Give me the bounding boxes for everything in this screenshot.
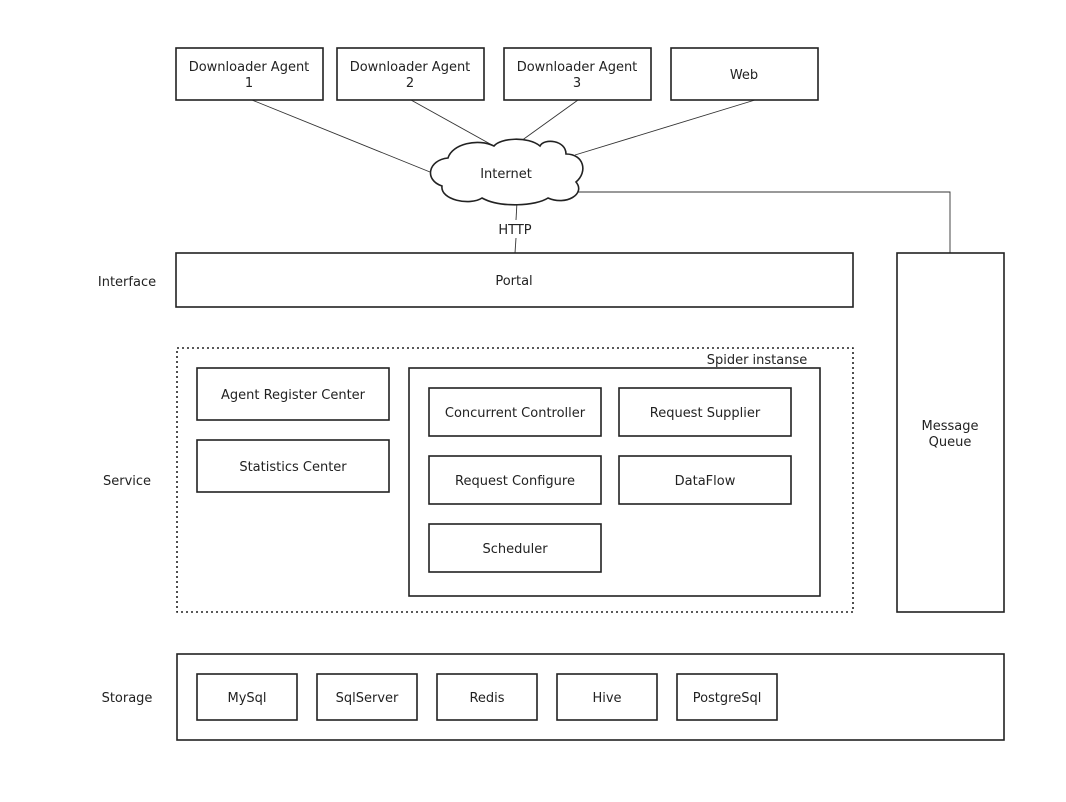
- storage-mysql: MySql: [196, 673, 298, 721]
- request-configure-label: Request Configure: [455, 474, 575, 489]
- agent-register-center: Agent Register Center: [196, 367, 390, 421]
- web-node: Web: [670, 47, 819, 101]
- dataflow-label: DataFlow: [675, 474, 736, 489]
- portal: Portal: [175, 252, 854, 308]
- storage-sqlserver: SqlServer: [316, 673, 418, 721]
- connectors: [251, 99, 951, 254]
- cloud-icon: [429, 138, 584, 206]
- connector-agent2-internet: [410, 99, 493, 146]
- downloader-agent-1-number: 1: [245, 76, 253, 91]
- request-supplier-label: Request Supplier: [650, 406, 761, 421]
- storage-redis: Redis: [436, 673, 538, 721]
- storage-sqlserver-label: SqlServer: [336, 691, 399, 706]
- downloader-agent-3-number: 3: [573, 76, 581, 91]
- storage-mysql-label: MySql: [227, 691, 266, 706]
- request-configure: Request Configure: [428, 455, 602, 505]
- layer-label-storage: Storage: [102, 691, 153, 706]
- request-supplier: Request Supplier: [618, 387, 792, 437]
- downloader-agent-1-label: Downloader Agent: [189, 60, 310, 75]
- dataflow: DataFlow: [618, 455, 792, 505]
- scheduler-label: Scheduler: [482, 542, 548, 557]
- downloader-agent-1: Downloader Agent 1: [175, 47, 324, 101]
- connector-web-internet: [574, 99, 756, 156]
- message-queue: Message Queue: [896, 252, 1005, 613]
- connector-agent1-internet: [251, 99, 431, 173]
- connector-internet-message-queue: [577, 191, 951, 253]
- web-node-label: Web: [730, 68, 758, 83]
- internet-label: Internet: [480, 167, 532, 182]
- downloader-agent-2-number: 2: [406, 76, 414, 91]
- storage-redis-label: Redis: [469, 691, 504, 706]
- internet-cloud: Internet: [429, 138, 584, 206]
- layer-label-service: Service: [103, 474, 151, 489]
- message-queue-label-line2: Queue: [929, 435, 972, 450]
- connector-agent3-internet: [520, 99, 579, 142]
- statistics-center: Statistics Center: [196, 439, 390, 493]
- agent-register-center-label: Agent Register Center: [221, 388, 366, 403]
- storage-hive-label: Hive: [592, 691, 621, 706]
- downloader-agent-2: Downloader Agent 2: [336, 47, 485, 101]
- storage-postgresql-label: PostgreSql: [693, 691, 762, 706]
- message-queue-label-line1: Message: [922, 419, 979, 434]
- concurrent-controller-label: Concurrent Controller: [445, 406, 586, 421]
- connector-http-portal: [514, 237, 517, 254]
- statistics-center-label: Statistics Center: [239, 460, 347, 475]
- scheduler: Scheduler: [428, 523, 602, 573]
- spider-instance-title: Spider instanse: [707, 353, 808, 368]
- concurrent-controller: Concurrent Controller: [428, 387, 602, 437]
- http-label: HTTP: [498, 223, 531, 238]
- downloader-agent-2-label: Downloader Agent: [350, 60, 471, 75]
- storage-postgresql: PostgreSql: [676, 673, 778, 721]
- downloader-agent-3-label: Downloader Agent: [517, 60, 638, 75]
- downloader-agent-3: Downloader Agent 3: [503, 47, 652, 101]
- storage-container: [176, 653, 1005, 741]
- portal-label: Portal: [495, 274, 532, 289]
- storage-hive: Hive: [556, 673, 658, 721]
- layer-label-interface: Interface: [98, 275, 156, 290]
